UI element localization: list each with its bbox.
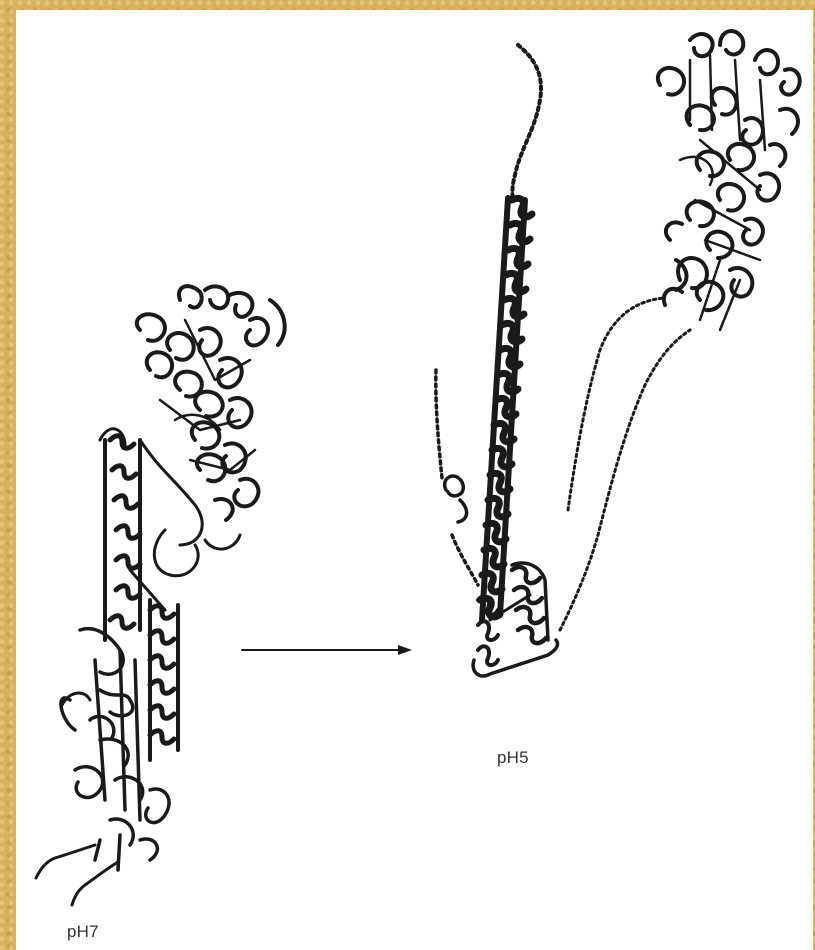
ph7-helix-b xyxy=(150,606,174,744)
ph5-globular-head xyxy=(658,31,800,310)
transition-arrow xyxy=(242,645,412,655)
ph7-label: pH7 xyxy=(67,922,99,942)
ph5-dotted-linker-b xyxy=(560,330,690,630)
ph7-helix-a xyxy=(110,436,140,629)
ph7-globular-head xyxy=(137,286,285,520)
ph5-label: pH5 xyxy=(497,748,529,768)
ph5-short-helix xyxy=(512,567,546,643)
ph5-dotted-linker-a xyxy=(568,298,665,510)
ph5-structure xyxy=(436,31,800,676)
ph7-structure xyxy=(36,286,285,905)
